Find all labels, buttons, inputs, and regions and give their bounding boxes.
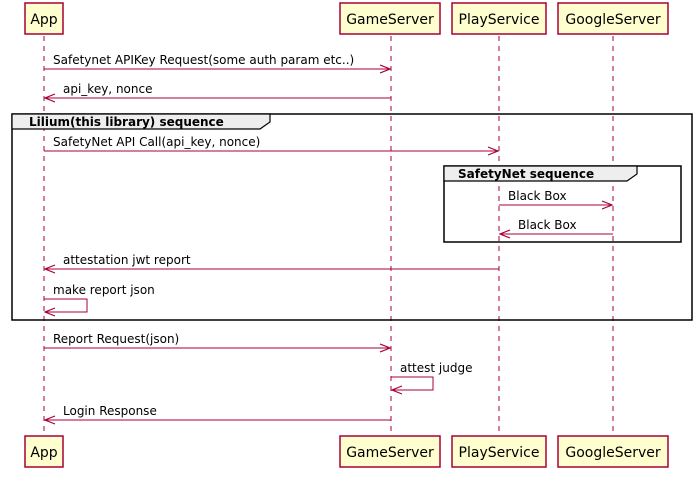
lifelines <box>43 36 614 436</box>
message-label-3: SafetyNet API Call(api_key, nonce) <box>53 135 260 149</box>
participant-playservice-top-label: PlayService <box>459 12 540 28</box>
message-label-6: attestation jwt report <box>63 253 191 267</box>
participant-app-bottom: App <box>24 435 64 468</box>
messages <box>44 69 613 420</box>
participant-playservice-top: PlayService <box>451 2 547 35</box>
participant-playservice-bottom-label: PlayService <box>459 445 540 461</box>
message-label-9: attest judge <box>400 361 472 375</box>
participant-app-bottom-label: App <box>30 445 57 461</box>
group-safetynet-label: SafetyNet sequence <box>458 167 594 181</box>
message-label-8: Report Request(json) <box>53 332 179 346</box>
participants-top: App GameServer PlayService GoogleServer <box>24 2 669 35</box>
group-safetynet: SafetyNet sequence <box>443 165 682 243</box>
message-labels: Safetynet APIKey Request(some auth param… <box>53 53 577 418</box>
message-label-2: api_key, nonce <box>63 82 152 96</box>
participant-googleserver-bottom-label: GoogleServer <box>565 445 661 461</box>
message-label-7: make report json <box>53 283 155 297</box>
message-label-5: Black Box <box>518 218 577 232</box>
participant-gameserver-top: GameServer <box>339 2 441 35</box>
participants-bottom: App GameServer PlayService GoogleServer <box>24 435 669 468</box>
message-label-4: Black Box <box>508 189 567 203</box>
participant-app-top-label: App <box>30 12 57 28</box>
participant-gameserver-bottom-label: GameServer <box>346 445 434 461</box>
message-arrow-9 <box>391 376 434 390</box>
group-lilium: Lilium(this library) sequence <box>11 113 693 321</box>
message-label-10: Login Response <box>63 404 157 418</box>
participant-playservice-bottom: PlayService <box>451 435 547 468</box>
message-arrow-7 <box>44 298 88 312</box>
participant-app-top: App <box>24 2 64 35</box>
participant-googleserver-bottom: GoogleServer <box>557 435 669 468</box>
participant-gameserver-bottom: GameServer <box>339 435 441 468</box>
message-label-1: Safetynet APIKey Request(some auth param… <box>53 53 354 67</box>
group-lilium-label: Lilium(this library) sequence <box>29 115 224 129</box>
participant-googleserver-top: GoogleServer <box>557 2 669 35</box>
participant-gameserver-top-label: GameServer <box>346 12 434 28</box>
participant-googleserver-top-label: GoogleServer <box>565 12 661 28</box>
